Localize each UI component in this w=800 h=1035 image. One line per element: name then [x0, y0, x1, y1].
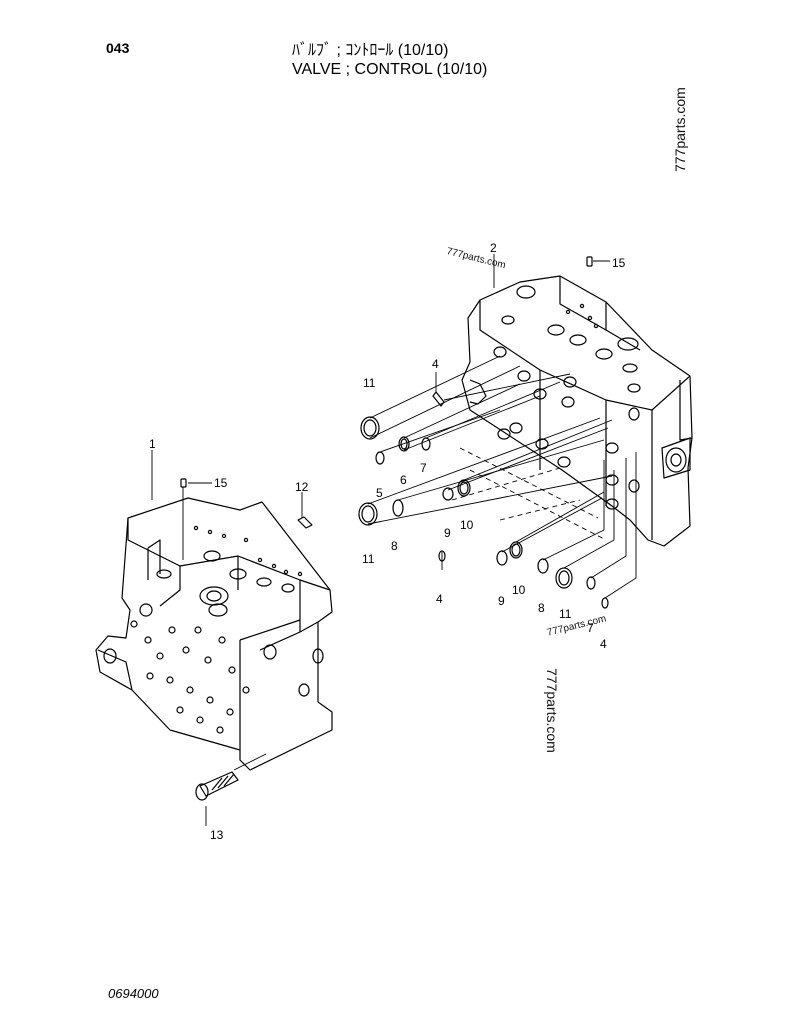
seals-and-pins-drawing [358, 391, 609, 609]
callout-8-right: 8 [538, 601, 545, 615]
page-number: 043 [106, 40, 130, 56]
callout-4-top: 4 [432, 357, 439, 371]
bolt-13-drawing [195, 771, 239, 801]
callout-1: 1 [149, 437, 156, 451]
callout-4-bottom: 4 [600, 637, 607, 651]
callout-15-left: 15 [214, 476, 228, 490]
pin-12-drawing [297, 516, 313, 529]
callout-13: 13 [210, 828, 224, 842]
callout-5: 5 [376, 486, 383, 500]
callout-11-top: 11 [363, 376, 376, 390]
callout-10-bottom: 10 [512, 583, 526, 597]
leader-lines [151, 254, 637, 826]
callout-10-top: 10 [460, 518, 474, 532]
callout-7-bottom: 7 [587, 621, 594, 635]
callout-8-left: 8 [391, 539, 398, 553]
callout-9-top: 9 [444, 526, 451, 540]
plug-15-right-drawing [586, 256, 593, 267]
callout-6: 6 [400, 473, 407, 487]
callout-2: 2 [490, 241, 497, 255]
callout-9-bottom: 9 [498, 594, 505, 608]
valve-section-1-drawing [95, 497, 333, 771]
callout-labels: 1 15 12 13 2 15 4 11 5 6 7 9 10 11 8 4 9… [149, 241, 626, 842]
valve-section-2-drawing [461, 275, 693, 547]
page-title-english: VALVE ; CONTROL (10/10) [292, 61, 488, 78]
plug-15-left-drawing [180, 478, 187, 488]
document-code: 0694000 [108, 986, 159, 1001]
callout-4-mid: 4 [436, 592, 443, 606]
callout-11-bottom: 11 [559, 607, 572, 621]
page-title-japanese: ﾊﾞﾙﾌﾞ ; ｺﾝﾄﾛｰﾙ (10/10) [292, 42, 449, 59]
callout-15-right: 15 [612, 256, 626, 270]
callout-7-top: 7 [420, 461, 427, 475]
callout-12: 12 [295, 480, 309, 494]
callout-11-mid: 11 [362, 552, 375, 566]
